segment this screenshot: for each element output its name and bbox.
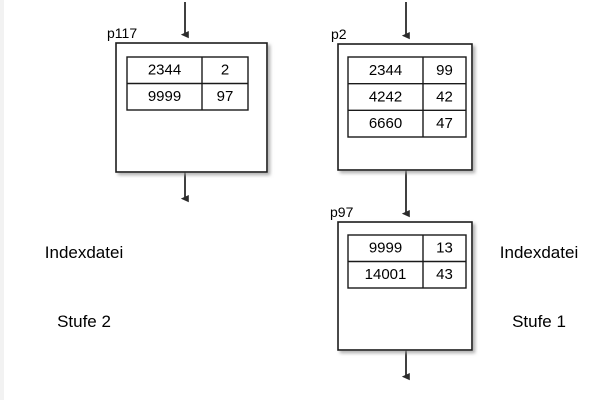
cell-pointer-p2-0: 99 [436,62,453,79]
page-block-p97: p97 9999 13 14001 43 [330,204,473,351]
cell-key-p97-1: 14001 [365,266,407,283]
cell-key-p117-1: 9999 [148,88,181,105]
caption-right-line1: Indexdatei [499,242,579,262]
cell-pointer-p117-1: 97 [217,88,234,105]
caption-indexdatei-stufe-2: Indexdatei Stufe 2 [14,196,154,380]
arrows-layer [180,2,410,381]
cell-pointer-p2-2: 47 [436,115,453,132]
caption-left-line1: Indexdatei [44,242,124,262]
cell-pointer-p97-0: 13 [436,240,453,257]
entry-table-p2 [347,56,467,138]
cell-key-p97-0: 9999 [369,240,402,257]
cell-pointer-p97-1: 43 [436,266,453,283]
cell-key-p117-0: 2344 [148,62,181,79]
caption-left-line2: Stufe 2 [57,311,111,331]
cell-pointer-p117-0: 2 [221,62,229,79]
cell-key-p2-2: 6660 [369,115,402,132]
cell-key-p2-0: 2344 [369,62,402,79]
left-edge-strip [0,0,4,400]
caption-indexdatei-stufe-1: Indexdatei Stufe 1 [470,196,608,380]
page-block-p117: p117 2344 2 9999 97 [107,25,268,173]
caption-right-line2: Stufe 1 [512,311,566,331]
page-label-p2: p2 [331,26,347,42]
cell-key-p2-1: 4242 [369,88,402,105]
page-label-p117: p117 [107,25,137,41]
cell-pointer-p2-1: 42 [436,88,453,105]
page-label-p97: p97 [330,204,354,220]
